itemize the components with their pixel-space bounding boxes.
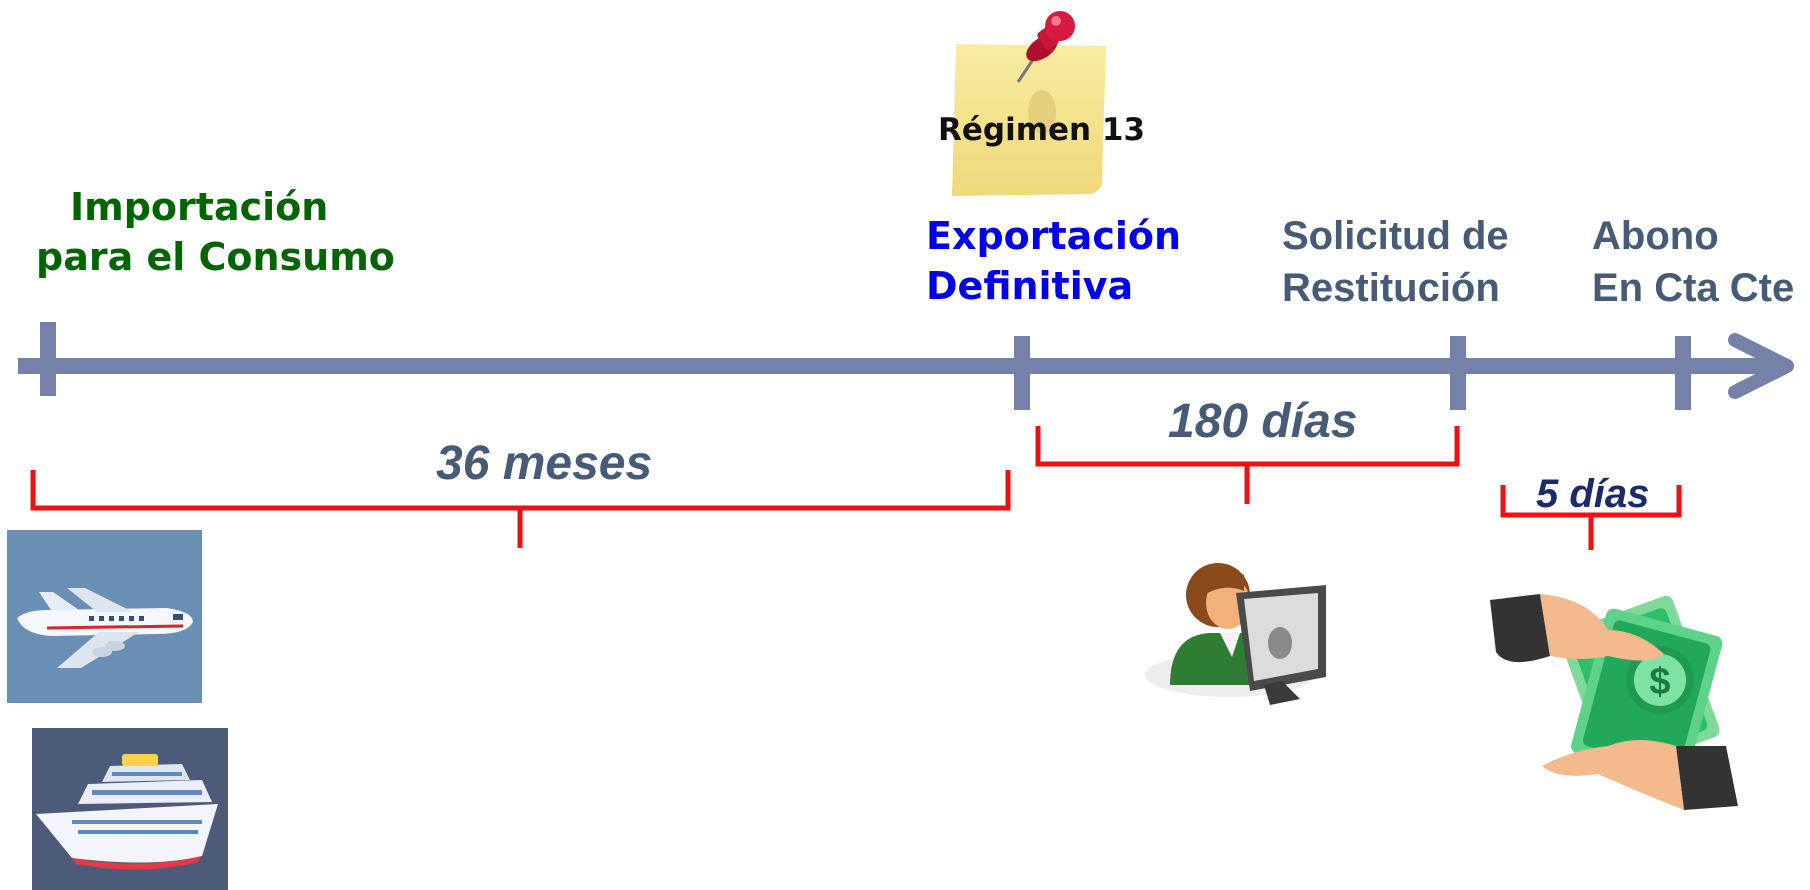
bracket-36-meses (30, 470, 1011, 548)
timeline-tick-payment (1675, 336, 1691, 410)
event-export-line2: Definitiva (926, 264, 1134, 308)
event-request-line2: Restitución (1282, 266, 1500, 310)
event-request-label: Solicitud de Restitución (1282, 210, 1509, 314)
cruise-ship-icon (36, 754, 218, 870)
money-handover-icon: $ (1490, 594, 1738, 810)
event-import-label: Importación para el Consumo (36, 182, 395, 282)
duration-180-dias: 180 días (1168, 395, 1358, 448)
timeline-tick-request (1450, 336, 1466, 410)
event-import-line1: Importación (70, 185, 329, 229)
sticky-note-shape (952, 44, 1106, 196)
event-export-label: Exportación Definitiva (926, 211, 1181, 311)
timeline-tick-export (1014, 336, 1030, 410)
regimen-label: Régimen 13 (938, 112, 1146, 148)
airplane-icon (17, 588, 193, 668)
airplane-tile (7, 530, 202, 703)
event-payment-line1: Abono (1592, 214, 1719, 258)
person-at-computer-icon (1145, 563, 1326, 705)
svg-text:$: $ (1649, 661, 1670, 703)
duration-36-meses: 36 meses (436, 437, 653, 490)
bracket-180-dias (1035, 426, 1460, 504)
regimen-note: Régimen 13 (938, 11, 1145, 197)
duration-5-dias: 5 días (1536, 472, 1650, 516)
bracket-5-dias (1500, 485, 1682, 550)
timeline-tick-import (40, 322, 56, 396)
push-pin-icon (1016, 11, 1075, 83)
timeline-arrowhead (1728, 333, 1794, 399)
ship-tile (32, 728, 228, 890)
event-payment-label: Abono En Cta Cte (1592, 210, 1794, 314)
event-payment-line2: En Cta Cte (1592, 266, 1795, 310)
event-request-line1: Solicitud de (1282, 214, 1509, 258)
event-import-line2: para el Consumo (36, 235, 395, 279)
event-export-line1: Exportación (926, 214, 1182, 258)
